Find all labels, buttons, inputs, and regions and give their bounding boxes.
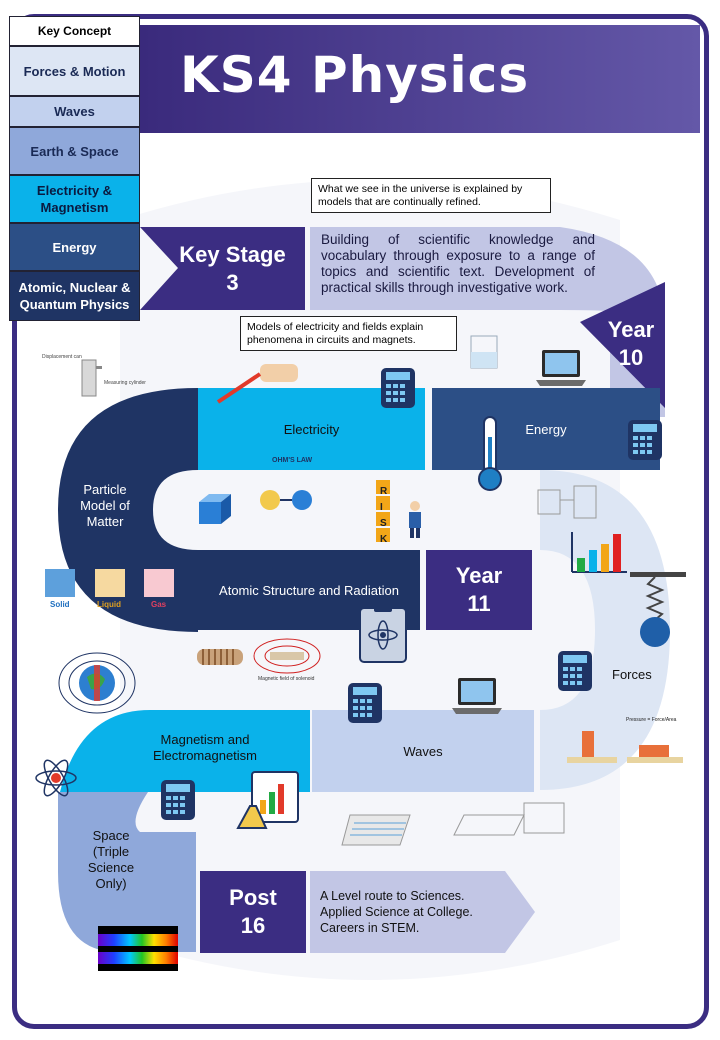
person-icon [409,501,421,538]
calculator-icon [628,420,662,460]
risk-blocks-icon [376,480,390,542]
calculator-icon [381,368,415,408]
magnetic-field-diagram [253,638,321,674]
legend-forces-motion: Forces & Motion [9,46,140,96]
topic-energy: Energy [432,388,660,470]
clipboard-atom-icon [359,604,407,663]
year10-line1: Year [607,317,655,342]
electricity-label: Electricity [283,421,340,437]
displacement-can-icon [81,359,102,397]
key-stage-description: Building of scientific knowledge and voc… [321,232,595,295]
year10-label: Year 10 [596,314,666,374]
title-banner [140,25,700,133]
energy-label: Energy [525,421,567,437]
year10-line2: 10 [618,345,644,370]
universe-note: What we see in the universe is explained… [311,178,551,213]
topic-waves: Waves [312,710,534,792]
spring-mass-icon [630,572,686,647]
laptop-icon [536,350,586,386]
topic-space [58,792,196,952]
liquid-label: Liquid [97,600,121,609]
topic-magnetism [60,710,310,792]
spectrum-icon [98,926,178,971]
legend-header: Key Concept [9,16,140,46]
legend-energy: Energy [9,223,140,271]
page-title: KS4 Physics [180,46,530,104]
legend-waves: Waves [9,96,140,127]
lab-chart-icon [236,771,299,829]
laptop-icon [452,678,502,714]
post16-badge: Post 16 [200,871,306,953]
key-stage-label: Key Stage 3 [170,234,295,304]
magnetic-field-caption: Magnetic field of solenoid [258,676,315,682]
measuring-cylinder-label: Measuring cylinder [104,380,146,386]
magnetism-label: Magnetism and Electromagnetism [152,732,258,763]
hand-pointer-illustration [216,364,298,404]
circuit-cartoon [260,490,312,510]
pressure-diagram [567,731,683,763]
post16-line1: Post [229,885,277,910]
infrared-diagram [453,802,565,836]
cube-icon [199,494,231,524]
pressure-formula: Pressure = Force/Area [626,717,677,723]
ripple-tank-diagram [341,814,411,846]
atomic-label: Atomic Structure and Radiation [219,582,399,598]
year10-curve-band [310,227,665,417]
thermometer-icon [478,416,502,491]
post16-description: A Level route to Sciences. Applied Scien… [320,889,473,935]
waves-label: Waves [403,743,443,759]
calculator-icon [558,651,592,691]
year11-line1: Year [455,563,503,588]
gas-label: Gas [151,600,167,609]
year10-badge [580,282,665,408]
legend-electricity-magnetism: Electricity & Magnetism [9,175,140,223]
key-stage-line1: Key Stage [179,242,286,267]
key-concept-legend: Key Concept Forces & Motion Waves Earth … [9,16,140,321]
year11-badge: Year 11 [426,550,532,630]
apparatus-diagram [537,485,597,519]
bar-graph-icon [571,532,627,573]
beaker-diagram [470,335,498,369]
key-stage-arrow [140,227,305,310]
post16-arrow [310,871,535,953]
solenoid-icon [197,649,243,665]
post16-line2: 16 [240,913,266,938]
states-of-matter-icon [45,569,174,597]
earth-magnetic-field-icon [58,652,136,714]
legend-earth-space: Earth & Space [9,127,140,175]
space-label: Space (Triple Science Only) [87,828,135,891]
ohms-law-label: OHM'S LAW [272,457,313,464]
forces-label: Forces [612,667,652,682]
calculator-icon [161,780,195,820]
legend-atomic: Atomic, Nuclear & Quantum Physics [9,271,140,321]
electricity-note: Models of electricity and fields explain… [240,316,457,351]
displacement-can-label: Displacement can [42,354,82,360]
key-stage-line2: 3 [226,270,239,295]
risk-label: RISK [380,486,388,545]
atom-icon [35,759,77,797]
year11-line2: 11 [467,591,491,616]
solid-label: Solid [50,600,70,609]
particle-model-label: Particle Model of Matter [80,482,130,529]
calculator-icon [348,683,382,723]
